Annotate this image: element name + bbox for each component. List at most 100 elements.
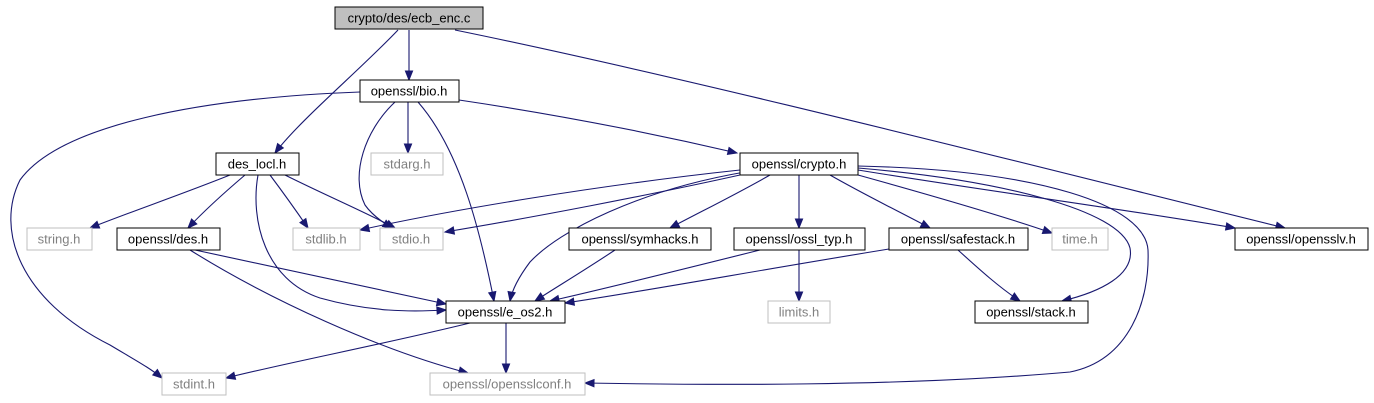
arrowhead bbox=[224, 371, 237, 380]
edge-line bbox=[194, 249, 447, 305]
edge-line bbox=[564, 248, 890, 304]
edge-des-to-opensslconf bbox=[189, 249, 470, 375]
arrowhead bbox=[435, 297, 448, 307]
edge-line bbox=[829, 174, 931, 229]
edge-crypto-to-ossl_typ bbox=[794, 175, 804, 230]
arrowhead bbox=[436, 306, 448, 315]
edge-line bbox=[274, 29, 399, 154]
edge-crypto-to-stdlib bbox=[358, 169, 741, 233]
edge-line bbox=[189, 249, 469, 374]
arrowhead bbox=[403, 143, 413, 155]
arrowhead bbox=[563, 297, 576, 306]
node-safestack-h-label: openssl/safestack.h bbox=[901, 232, 1015, 247]
edge-crypto-to-safestack bbox=[829, 174, 932, 229]
edge-line bbox=[957, 249, 1021, 302]
edge-line bbox=[187, 174, 246, 229]
arrowhead bbox=[1041, 225, 1054, 234]
edge-des_locl-to-des bbox=[187, 174, 246, 229]
edge-des_locl-to-string bbox=[88, 174, 231, 229]
node-e-os2-h[interactable]: openssl/e_os2.h bbox=[445, 300, 566, 324]
node-crypto-h-label: openssl/crypto.h bbox=[752, 157, 847, 172]
node-stdlib-h-label: stdlib.h bbox=[305, 232, 346, 247]
arrowhead bbox=[726, 146, 739, 156]
arrowhead bbox=[1224, 222, 1237, 231]
node-stdarg-h: stdarg.h bbox=[370, 152, 444, 176]
edge-bio-to-e_os2 bbox=[417, 101, 497, 303]
edge-crypto-to-e_os2 bbox=[507, 171, 746, 303]
edge-line bbox=[359, 169, 741, 231]
edge-line bbox=[669, 174, 771, 229]
node-des-h-label: openssl/des.h bbox=[128, 232, 208, 247]
arrowhead bbox=[443, 226, 456, 235]
arrowhead bbox=[794, 291, 804, 303]
node-limits-h: limits.h bbox=[767, 300, 831, 324]
edge-line bbox=[458, 99, 738, 154]
node-des-locl-h-label: des_locl.h bbox=[228, 157, 287, 172]
node-ossl-typ-h[interactable]: openssl/ossl_typ.h bbox=[733, 227, 866, 251]
edge-line bbox=[444, 174, 741, 233]
arrowhead bbox=[919, 219, 932, 229]
edge-line bbox=[454, 29, 1286, 229]
edge-line bbox=[509, 171, 746, 302]
edge-crypto-to-symhacks bbox=[668, 174, 771, 229]
edge-crypto-to-stdio bbox=[443, 174, 741, 235]
node-stdlib-h: stdlib.h bbox=[292, 227, 361, 251]
arrowhead bbox=[274, 142, 285, 155]
node-opensslconf-h-label: openssl/opensslconf.h bbox=[443, 377, 572, 392]
dependency-nodes: crypto/des/ecb_enc.c openssl/bio.h des_l… bbox=[26, 6, 1369, 396]
edge-ecb_enc-to-des_locl bbox=[274, 29, 399, 155]
edge-line bbox=[534, 249, 616, 302]
edge-des_locl-to-e_os2 bbox=[255, 174, 448, 315]
node-time-h: time.h bbox=[1051, 227, 1109, 251]
node-stack-h-label: openssl/stack.h bbox=[986, 305, 1076, 320]
edge-line bbox=[10, 91, 361, 379]
dependency-edges bbox=[10, 29, 1287, 388]
node-ossl-typ-h-label: openssl/ossl_typ.h bbox=[746, 232, 853, 247]
node-crypto-h[interactable]: openssl/crypto.h bbox=[739, 152, 859, 176]
edge-e_os2-to-opensslconf bbox=[501, 323, 511, 375]
arrowhead bbox=[583, 378, 595, 388]
arrowhead bbox=[88, 220, 101, 229]
arrowhead bbox=[1009, 292, 1022, 302]
edge-line bbox=[584, 165, 1149, 385]
edge-crypto-to-time bbox=[857, 174, 1054, 234]
edge-bio-to-stdarg bbox=[403, 102, 413, 155]
node-stack-h[interactable]: openssl/stack.h bbox=[974, 300, 1089, 324]
node-stdio-h-label: stdio.h bbox=[392, 232, 430, 247]
edge-crypto-to-opensslconf bbox=[583, 165, 1149, 388]
edge-line bbox=[857, 174, 1053, 234]
node-bio-h[interactable]: openssl/bio.h bbox=[359, 79, 460, 103]
arrowhead bbox=[794, 218, 804, 230]
arrowhead bbox=[151, 368, 164, 379]
node-opensslconf-h: openssl/opensslconf.h bbox=[429, 372, 586, 396]
edge-ecb_enc-to-bio bbox=[404, 30, 414, 82]
edge-symhacks-to-e_os2 bbox=[533, 249, 616, 302]
node-limits-h-label: limits.h bbox=[779, 305, 819, 320]
node-e-os2-h-label: openssl/e_os2.h bbox=[458, 305, 553, 320]
edge-bio-to-stdint bbox=[10, 91, 361, 379]
edge-safestack-to-e_os2 bbox=[563, 248, 890, 306]
arrowhead bbox=[187, 218, 198, 229]
arrowhead bbox=[501, 363, 511, 375]
edge-safestack-to-stack bbox=[957, 249, 1022, 302]
node-bio-h-label: openssl/bio.h bbox=[371, 84, 448, 99]
node-safestack-h[interactable]: openssl/safestack.h bbox=[888, 227, 1029, 251]
edge-des_locl-to-stdlib bbox=[269, 174, 309, 230]
node-symhacks-h[interactable]: openssl/symhacks.h bbox=[568, 227, 712, 251]
node-opensslv-h-label: openssl/opensslv.h bbox=[1246, 232, 1356, 247]
arrowhead bbox=[668, 219, 681, 229]
node-string-h: string.h bbox=[26, 227, 93, 251]
arrowhead bbox=[507, 290, 516, 303]
edge-line bbox=[255, 174, 447, 312]
edge-des_locl-to-stdio bbox=[284, 174, 397, 229]
node-opensslv-h[interactable]: openssl/opensslv.h bbox=[1234, 227, 1369, 251]
node-des-h[interactable]: openssl/des.h bbox=[116, 227, 221, 251]
node-ecb-enc-c[interactable]: crypto/des/ecb_enc.c bbox=[334, 6, 484, 30]
edge-line bbox=[857, 169, 1236, 229]
arrowhead bbox=[533, 292, 546, 302]
node-des-locl-h[interactable]: des_locl.h bbox=[215, 152, 300, 176]
node-stdarg-h-label: stdarg.h bbox=[384, 157, 431, 172]
edge-line bbox=[225, 322, 471, 379]
node-stdio-h: stdio.h bbox=[379, 227, 444, 251]
edge-ossl_typ-to-limits bbox=[794, 250, 804, 303]
